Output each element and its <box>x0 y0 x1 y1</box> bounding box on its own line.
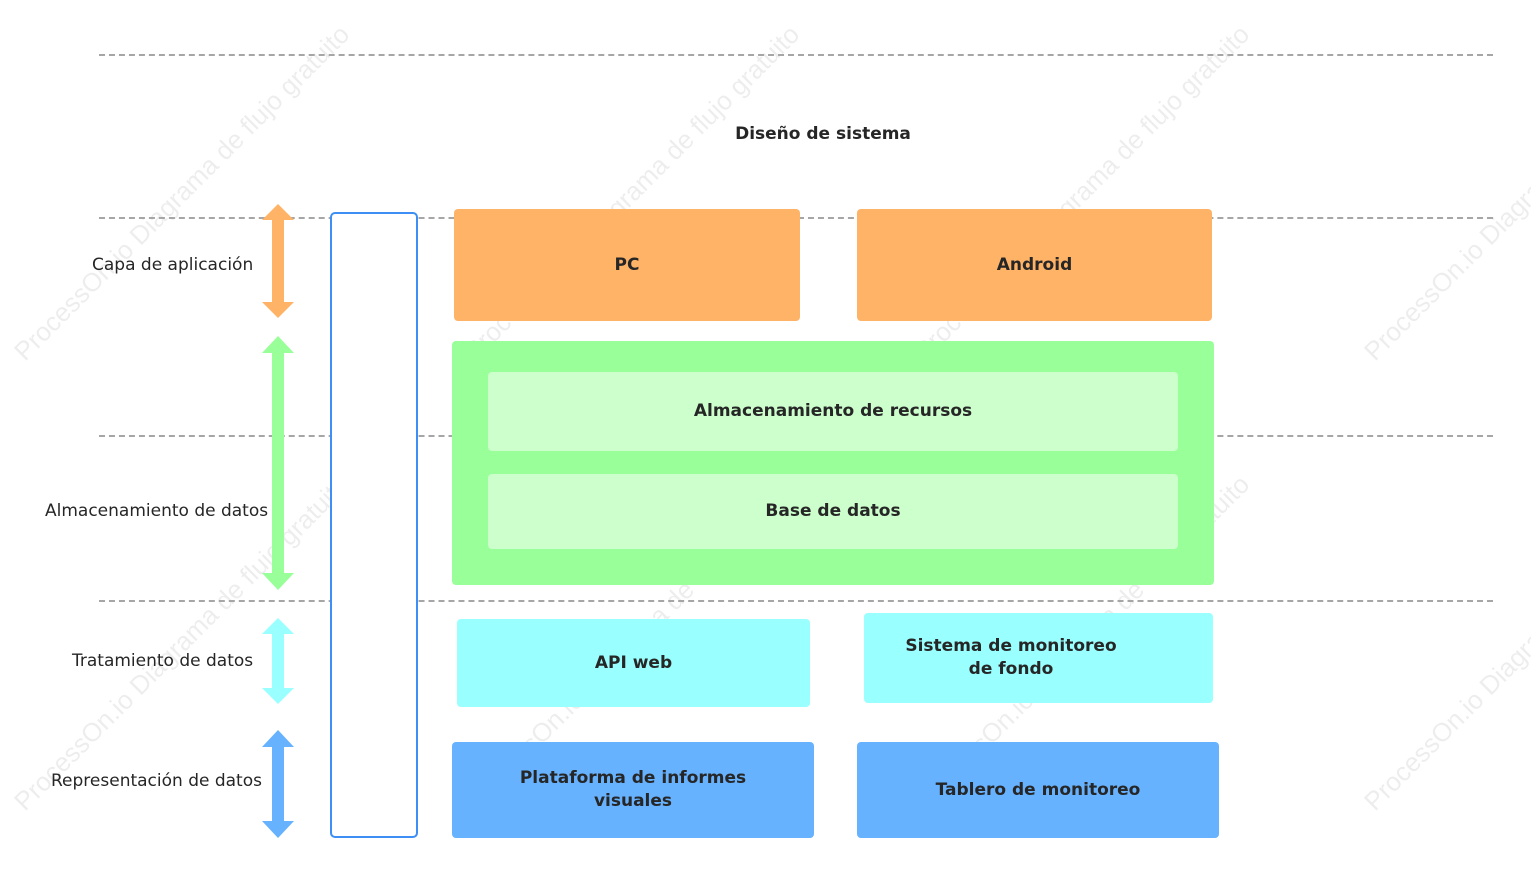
android-label: Android <box>996 254 1073 275</box>
watermark: ProcessOn.io Diagrama de flujo gratuito <box>8 19 356 367</box>
dashed-guide-line <box>99 54 1493 56</box>
reports-platform-label: Plataforma de informes visuales <box>519 768 747 811</box>
web-api-box: API web <box>457 619 810 707</box>
resource-storage-label: Almacenamiento de recursos <box>693 401 973 421</box>
pc-label: PC <box>614 254 640 275</box>
database-box: Base de datos <box>488 474 1178 549</box>
monitoring-dashboard-label: Tablero de monitoreo <box>935 779 1141 800</box>
android-box: Android <box>857 209 1212 321</box>
layer-label-representation: Representación de datos <box>51 771 262 791</box>
background-monitor-box: Sistema de monitoreo de fondo <box>864 613 1213 703</box>
resource-storage-box: Almacenamiento de recursos <box>488 372 1178 451</box>
monitoring-dashboard-box: Tablero de monitoreo <box>857 742 1219 838</box>
layer-label-processing: Tratamiento de datos <box>72 651 254 671</box>
double-arrow-processing-icon <box>262 618 294 704</box>
database-label: Base de datos <box>765 501 901 521</box>
double-arrow-representation-icon <box>262 730 294 838</box>
layer-label-storage: Almacenamiento de datos <box>45 501 269 521</box>
watermark: ProcessOn.io Diagrama de flujo gratuito <box>1358 19 1531 367</box>
web-api-label: API web <box>594 652 673 673</box>
dashed-guide-line <box>99 600 1493 602</box>
side-frame <box>330 212 418 838</box>
pc-box: PC <box>454 209 800 321</box>
diagram-title: Diseño de sistema <box>735 124 911 144</box>
layer-label-application: Capa de aplicación <box>92 255 254 275</box>
background-monitor-label: Sistema de monitoreo de fondo <box>905 636 1117 679</box>
double-arrow-application-icon <box>262 204 294 318</box>
reports-platform-box: Plataforma de informes visuales <box>452 742 814 838</box>
watermark: ProcessOn.io Diagrama de flujo gratuito <box>1358 469 1531 817</box>
double-arrow-storage-icon <box>262 336 294 590</box>
